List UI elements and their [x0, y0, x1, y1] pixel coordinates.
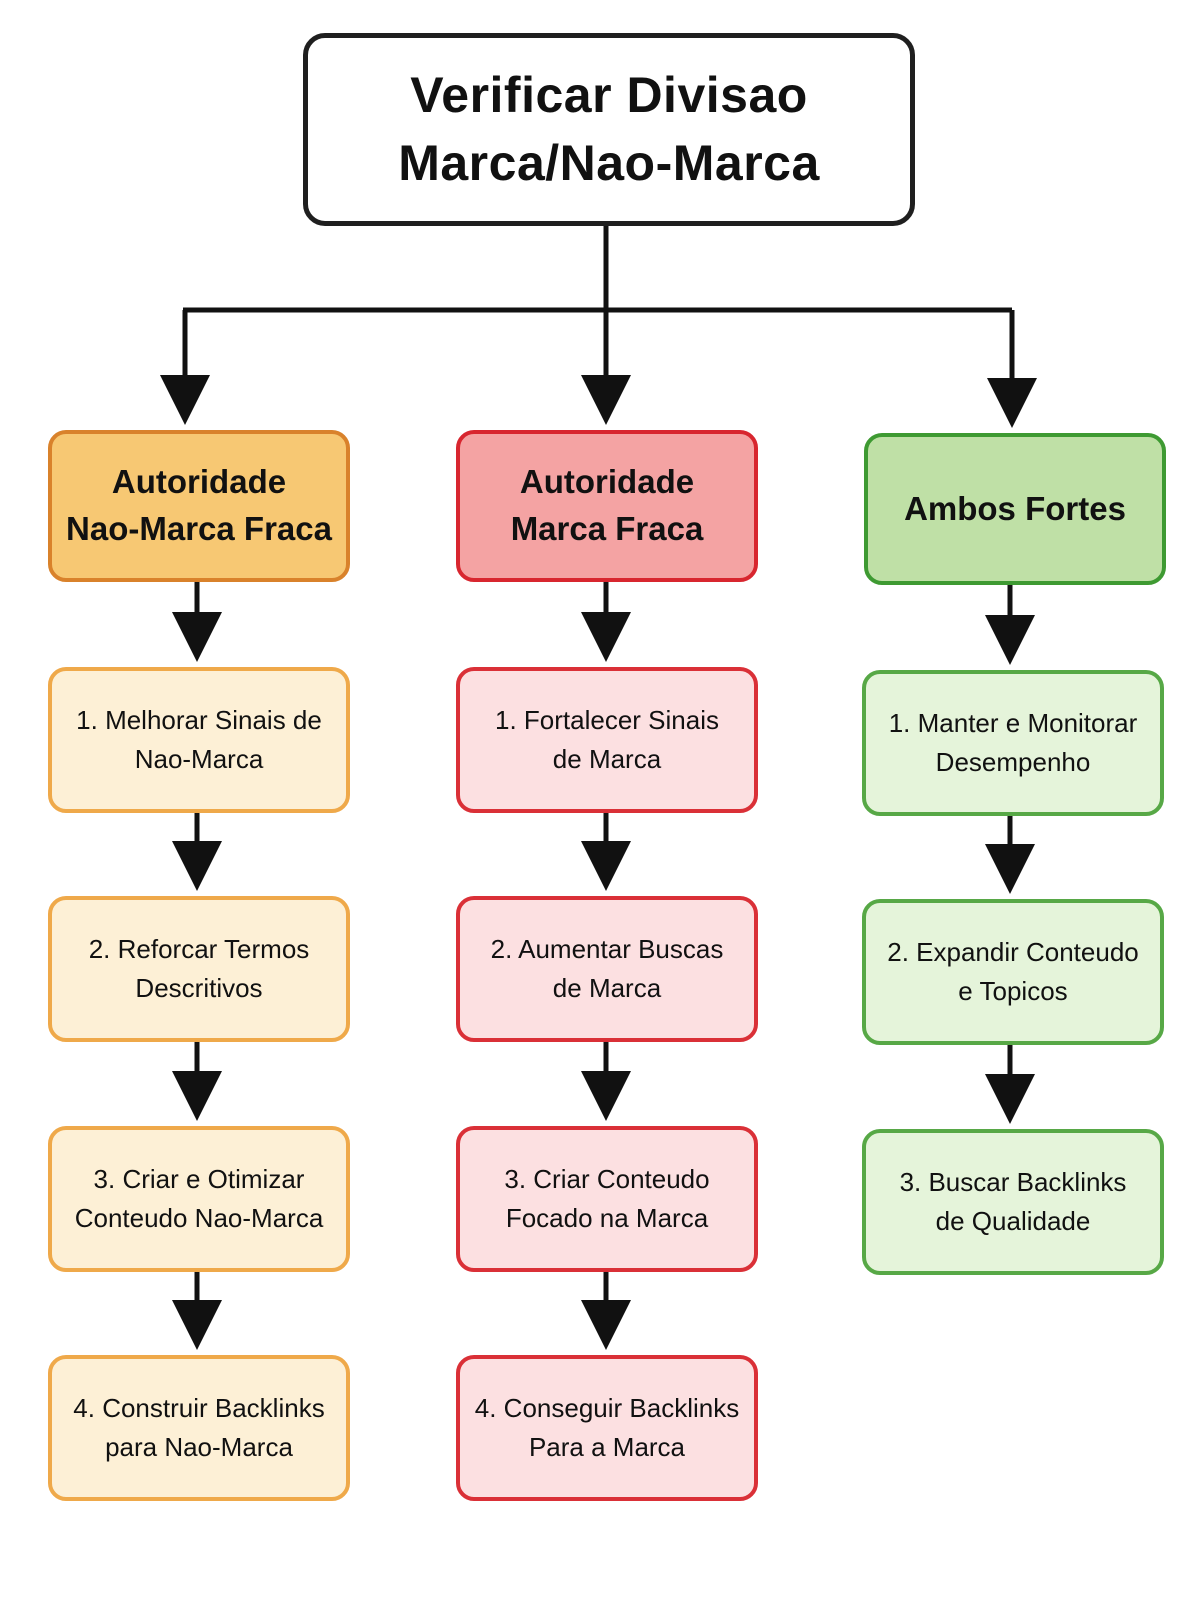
step-node-weak-nonbrand-3: 3. Criar e Otimizar Conteudo Nao-Marca [48, 1126, 350, 1272]
step-label: 3. Buscar Backlinks de Qualidade [899, 1167, 1127, 1236]
category-label: Autoridade Nao-Marca Fraca [66, 463, 332, 547]
step-node-both-strong-1: 1. Manter e Monitorar Desempenho [862, 670, 1164, 816]
step-label: 1. Melhorar Sinais de Nao-Marca [76, 705, 322, 774]
step-label: 3. Criar e Otimizar Conteudo Nao-Marca [74, 1164, 324, 1233]
step-label: 1. Manter e Monitorar Desempenho [888, 708, 1138, 777]
root-label: Verificar Divisao Marca/Nao-Marca [398, 67, 820, 191]
step-node-weak-brand-2: 2. Aumentar Buscas de Marca [456, 896, 758, 1042]
category-label: Ambos Fortes [904, 489, 1126, 527]
step-label: 2. Expandir Conteudo e Topicos [887, 937, 1139, 1006]
step-label: 3. Criar Conteudo Focado na Marca [504, 1164, 710, 1233]
step-node-weak-brand-4: 4. Conseguir Backlinks Para a Marca [456, 1355, 758, 1501]
category-label: Autoridade Marca Fraca [510, 463, 704, 547]
step-node-both-strong-3: 3. Buscar Backlinks de Qualidade [862, 1129, 1164, 1275]
root-decision-node: Verificar Divisao Marca/Nao-Marca [303, 33, 915, 226]
step-label: 1. Fortalecer Sinais de Marca [495, 705, 719, 774]
category-node-weak-nonbrand: Autoridade Nao-Marca Fraca [48, 430, 350, 582]
step-node-weak-nonbrand-4: 4. Construir Backlinks para Nao-Marca [48, 1355, 350, 1501]
step-label: 2. Aumentar Buscas de Marca [490, 934, 724, 1003]
step-label: 4. Conseguir Backlinks Para a Marca [474, 1393, 740, 1462]
step-label: 2. Reforcar Termos Descritivos [88, 934, 310, 1003]
category-node-both-strong: Ambos Fortes [864, 433, 1166, 585]
step-node-weak-brand-3: 3. Criar Conteudo Focado na Marca [456, 1126, 758, 1272]
category-node-weak-brand: Autoridade Marca Fraca [456, 430, 758, 582]
step-node-weak-nonbrand-1: 1. Melhorar Sinais de Nao-Marca [48, 667, 350, 813]
step-node-both-strong-2: 2. Expandir Conteudo e Topicos [862, 899, 1164, 1045]
step-node-weak-nonbrand-2: 2. Reforcar Termos Descritivos [48, 896, 350, 1042]
step-label: 4. Construir Backlinks para Nao-Marca [73, 1393, 325, 1462]
step-node-weak-brand-1: 1. Fortalecer Sinais de Marca [456, 667, 758, 813]
